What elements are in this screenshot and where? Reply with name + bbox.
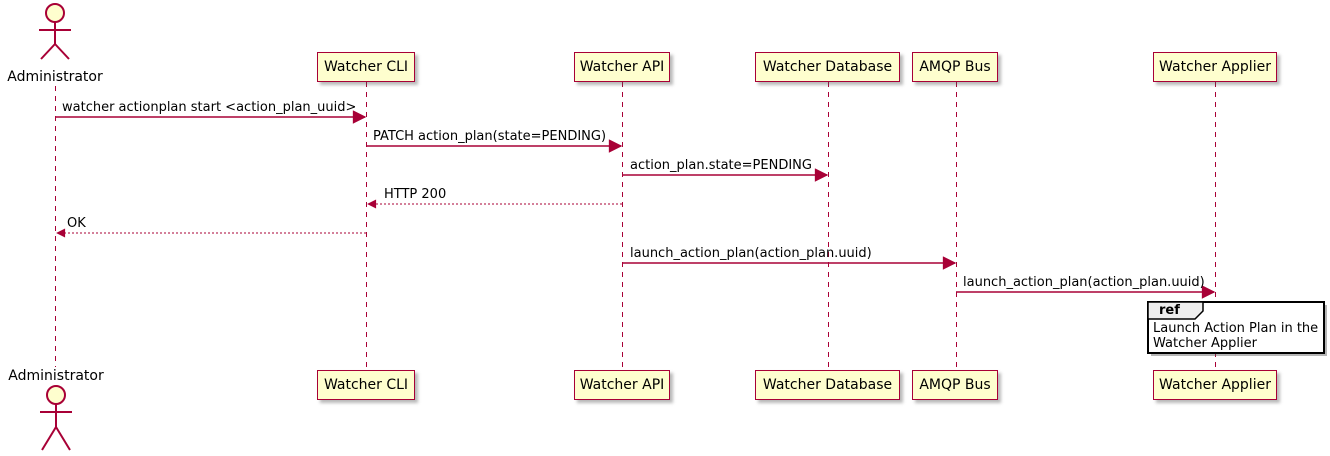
participant-name: Watcher Applier bbox=[1159, 377, 1271, 393]
message-arrows bbox=[55, 110, 1216, 299]
participant-name: Watcher CLI bbox=[323, 59, 409, 75]
participant-watcher-cli-bottom: Watcher CLI bbox=[317, 370, 415, 400]
participant-watcher-applier-bottom: Watcher Applier bbox=[1153, 370, 1277, 400]
participant-watcher-database-top: Watcher Database bbox=[755, 52, 900, 82]
message-label-2: PATCH action_plan(state=PENDING) bbox=[373, 129, 607, 144]
ref-fragment bbox=[1147, 301, 1327, 356]
participant-name: Watcher CLI bbox=[323, 377, 409, 393]
participant-watcher-database-bottom: Watcher Database bbox=[755, 370, 900, 400]
actor-label-top: Administrator bbox=[7, 69, 103, 85]
participant-name: AMQP Bus bbox=[919, 59, 991, 75]
participant-amqp-bus-top: AMQP Bus bbox=[912, 52, 998, 82]
actor-figure-bottom bbox=[40, 385, 72, 451]
message-label-7: launch_action_plan(action_plan.uuid) bbox=[963, 275, 1205, 290]
message-label-5: OK bbox=[67, 216, 86, 231]
participant-name: Watcher API bbox=[579, 59, 665, 75]
participant-name: Watcher API bbox=[579, 377, 665, 393]
participant-watcher-cli-top: Watcher CLI bbox=[317, 52, 415, 82]
message-label-6: launch_action_plan(action_plan.uuid) bbox=[630, 246, 872, 261]
message-label-4: HTTP 200 bbox=[384, 187, 447, 202]
participant-name: Watcher Database bbox=[762, 59, 893, 75]
actor-figure-top bbox=[39, 3, 71, 60]
actor-head bbox=[45, 3, 65, 23]
participant-watcher-api-top: Watcher API bbox=[574, 52, 670, 82]
lifelines bbox=[55, 82, 1216, 370]
ref-keyword: ref bbox=[1159, 303, 1180, 318]
actor-head bbox=[46, 385, 66, 405]
participant-name: Watcher Applier bbox=[1159, 59, 1271, 75]
participant-name: Watcher Database bbox=[762, 377, 893, 393]
participant-amqp-bus-bottom: AMQP Bus bbox=[912, 370, 998, 400]
ref-text-line1: Launch Action Plan in the bbox=[1153, 321, 1319, 336]
actor-label-bottom: Administrator bbox=[8, 368, 104, 384]
ref-header-pentagon bbox=[1147, 301, 1204, 320]
participant-watcher-api-bottom: Watcher API bbox=[574, 370, 670, 400]
message-label-3: action_plan.state=PENDING bbox=[630, 158, 812, 173]
participant-watcher-applier-top: Watcher Applier bbox=[1153, 52, 1277, 82]
participant-name: AMQP Bus bbox=[919, 377, 991, 393]
message-label-1: watcher actionplan start <action_plan_uu… bbox=[62, 100, 357, 115]
ref-text-line2: Watcher Applier bbox=[1153, 336, 1257, 351]
